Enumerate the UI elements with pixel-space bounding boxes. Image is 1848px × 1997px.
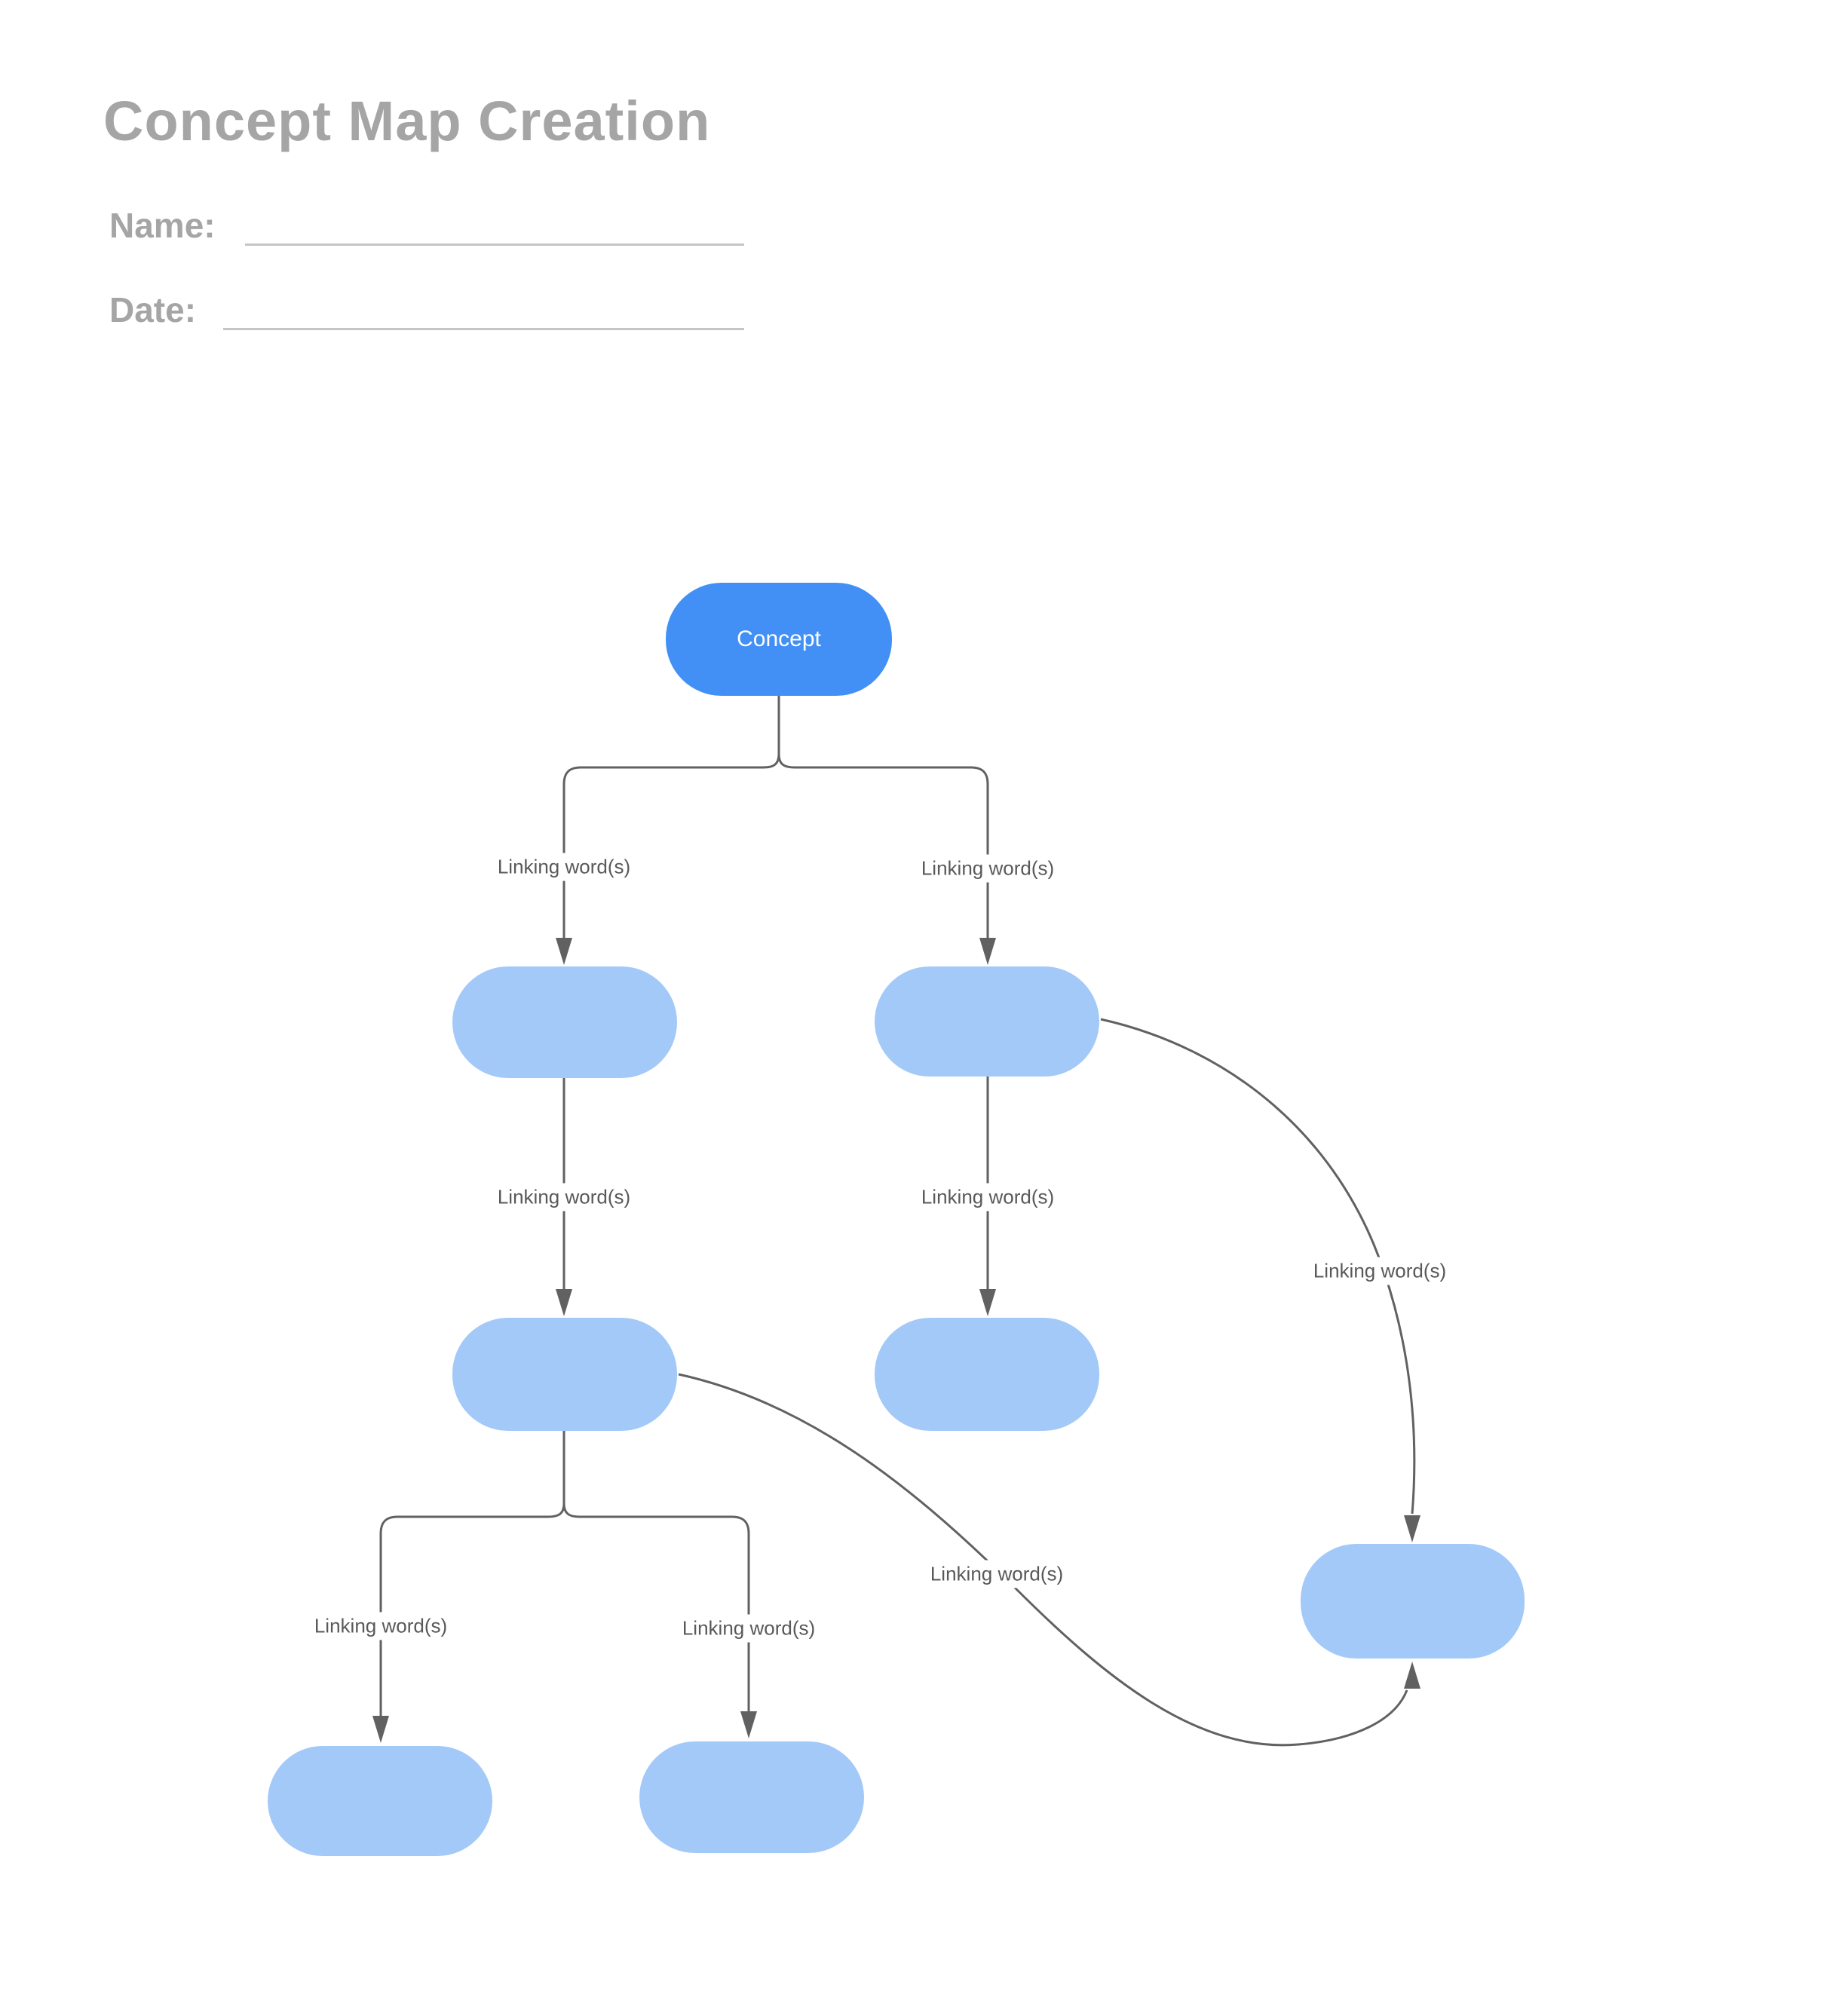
node-bottom-left[interactable] [268, 1746, 492, 1856]
connector-concept-to-left1[interactable] [562, 753, 780, 939]
node-concept[interactable]: Concept [666, 583, 892, 696]
node-right-2[interactable] [875, 1318, 1099, 1431]
node-left-1[interactable] [452, 966, 677, 1078]
connector-left2-to-bottommiddle[interactable] [562, 1502, 750, 1713]
connector-right1-to-farright[interactable] [1100, 1018, 1416, 1515]
arrowhead-bottom-left [372, 1716, 389, 1743]
node-concept-label: Concept [737, 626, 821, 651]
connector-concept-to-right1[interactable] [777, 753, 989, 939]
name-label: Name: [109, 206, 216, 245]
node-left-2[interactable] [452, 1318, 677, 1431]
linking-words-label-left2-bottomleft[interactable]: Linking word(s) [307, 1612, 455, 1640]
linking-words-label-concept-right1[interactable]: Linking word(s) [914, 854, 1062, 883]
linking-words-label-right1-farright[interactable]: Linking word(s) [1306, 1257, 1454, 1285]
linking-words-label-left1-left2[interactable]: Linking word(s) [490, 1183, 638, 1211]
arrowhead-bottom-middle [740, 1711, 757, 1738]
arrowhead-right2 [979, 1289, 996, 1316]
arrowhead-farright-bottom [1404, 1662, 1420, 1689]
page-title: Concept Map Creation [103, 90, 711, 152]
name-input-line[interactable] [245, 243, 744, 246]
date-label: Date: [109, 290, 197, 329]
arrowhead-left2 [556, 1289, 572, 1316]
connector-left2-to-bottomleft[interactable] [379, 1502, 565, 1717]
linking-words-label-concept-left1[interactable]: Linking word(s) [490, 853, 638, 881]
connector-left2-to-farright[interactable] [678, 1373, 1408, 1747]
node-bottom-middle[interactable] [639, 1741, 864, 1853]
node-far-right[interactable] [1301, 1544, 1525, 1659]
linking-words-label-left2-bottommiddle[interactable]: Linking word(s) [675, 1614, 823, 1643]
arrowhead-farright-top [1404, 1515, 1420, 1542]
linking-words-label-left2-farright[interactable]: Linking word(s) [923, 1560, 1071, 1588]
node-right-1[interactable] [875, 966, 1099, 1077]
date-input-line[interactable] [223, 328, 744, 330]
arrowhead-right1 [979, 938, 996, 965]
arrowhead-left1 [556, 938, 572, 965]
linking-words-label-right1-right2[interactable]: Linking word(s) [914, 1183, 1062, 1211]
